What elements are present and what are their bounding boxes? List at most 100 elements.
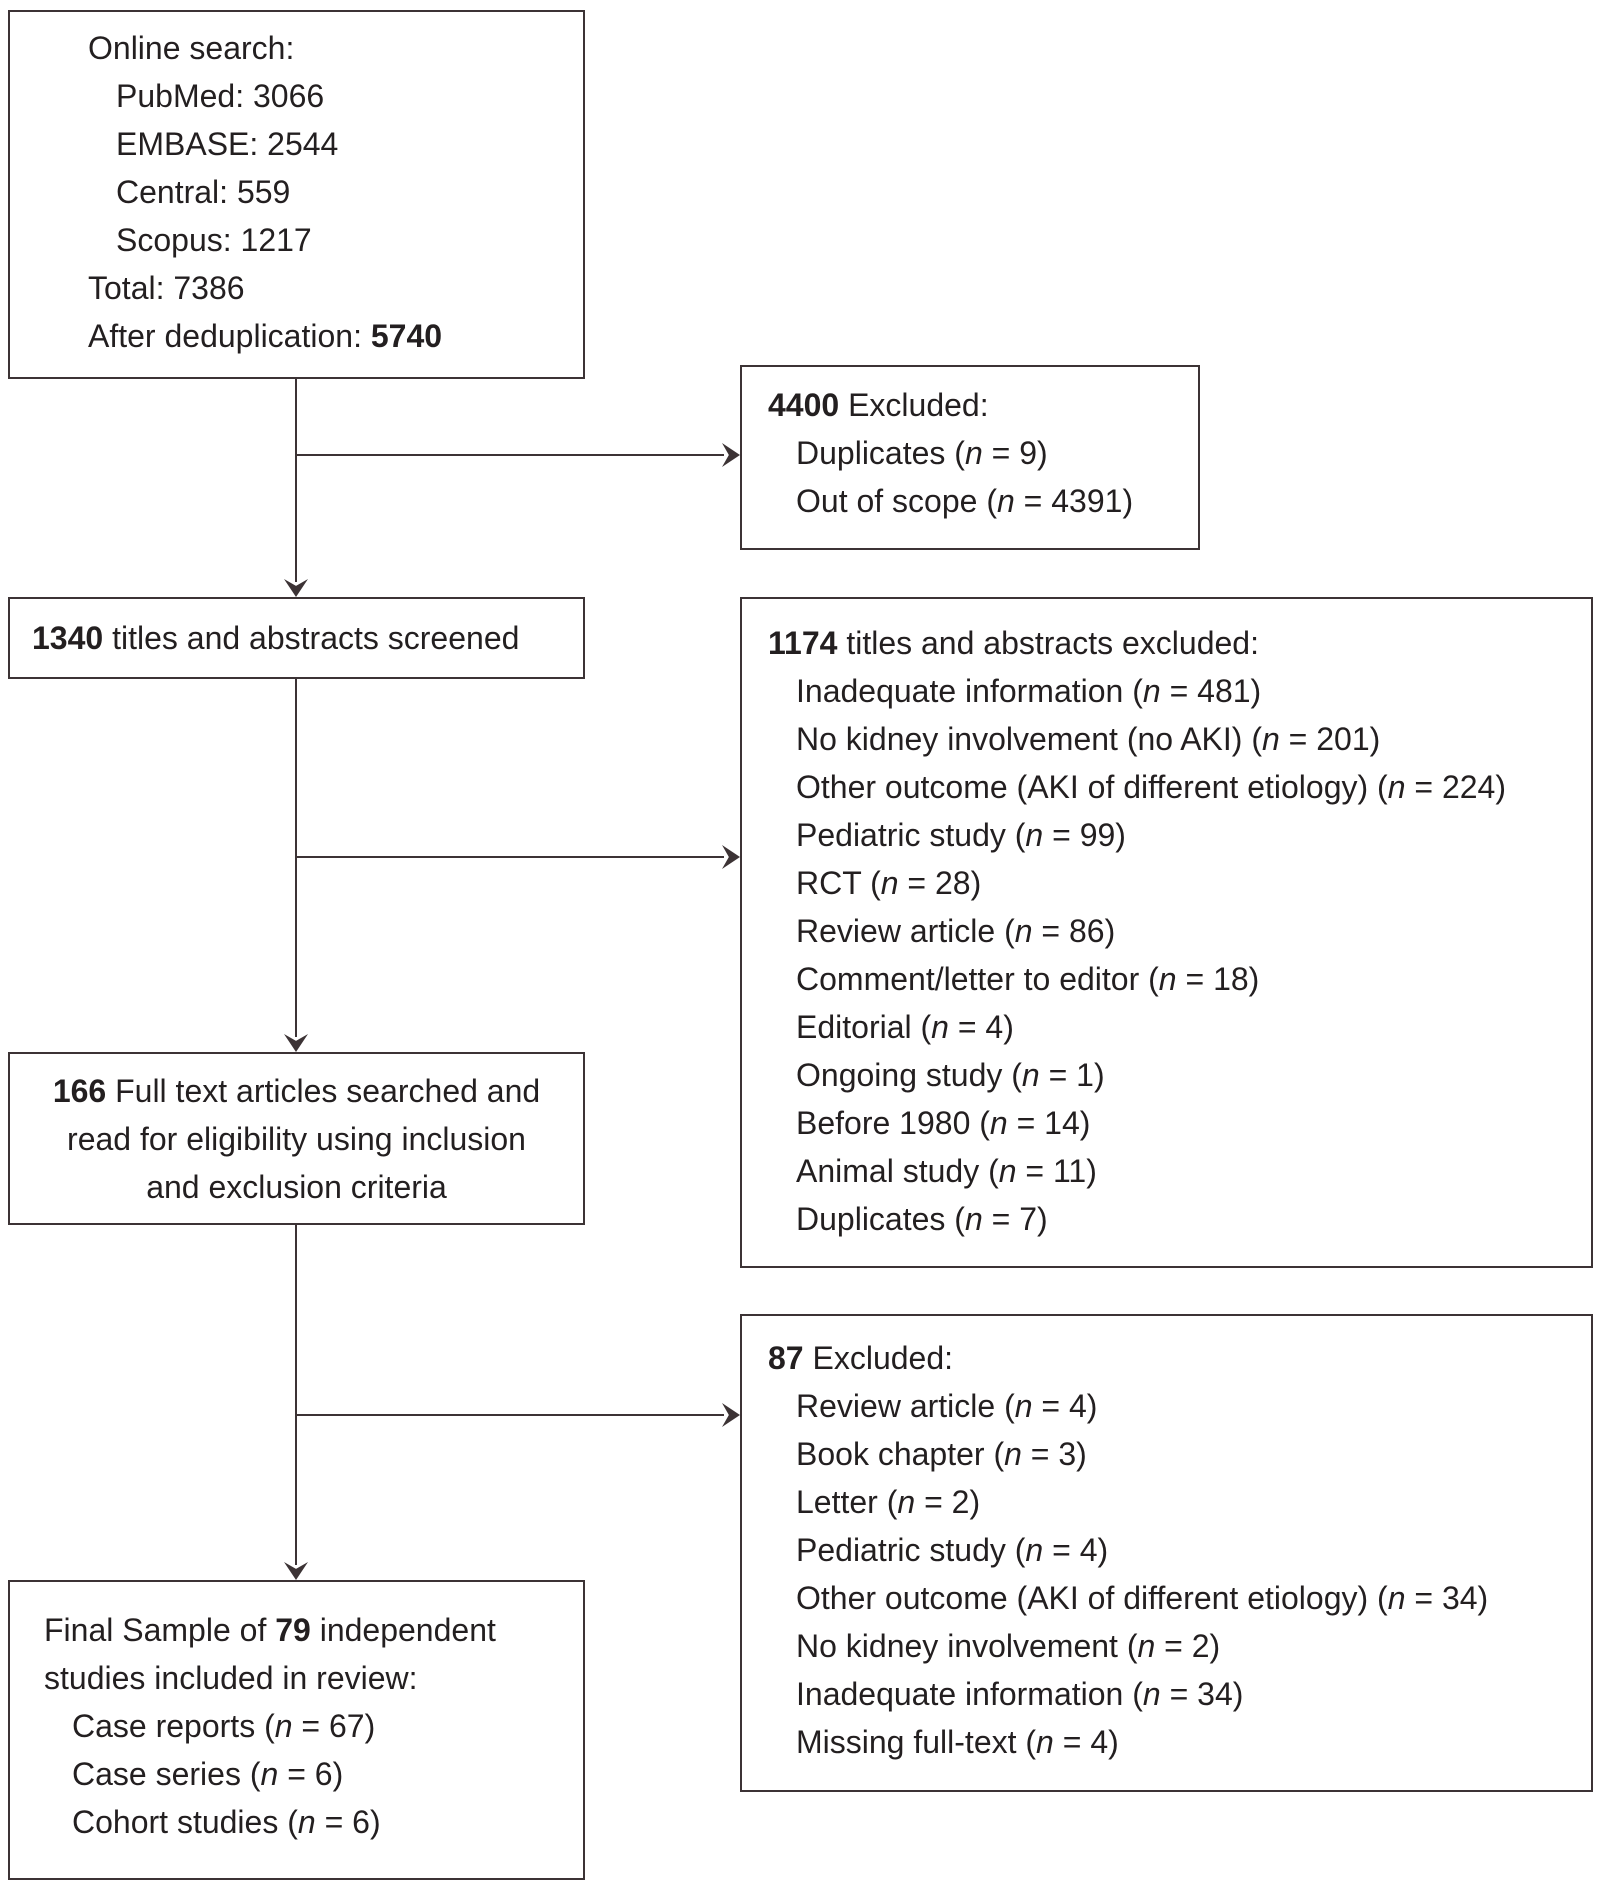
arrowhead-right-1 <box>722 443 740 467</box>
text-line: Total: 7386 <box>88 264 583 312</box>
label-text: = 6) <box>315 1804 381 1840</box>
arrowhead-right-3 <box>722 1403 740 1427</box>
text-line: Review article (n = 4) <box>768 1382 1591 1430</box>
text-line: Final Sample of 79 independent <box>44 1606 583 1654</box>
label-text: Out of scope ( <box>796 483 997 519</box>
label-text: = 67) <box>292 1708 376 1744</box>
label-text: n <box>989 1105 1008 1141</box>
label-text: titles and abstracts screened <box>103 620 520 656</box>
label-text: n <box>964 1201 983 1237</box>
label-text: = 4) <box>1043 1532 1109 1568</box>
label-text: n <box>1142 1676 1161 1712</box>
text-line: Inadequate information (n = 34) <box>768 1670 1591 1718</box>
count-value: 166 <box>52 1072 107 1109</box>
text-line: Letter (n = 2) <box>768 1478 1591 1526</box>
text-line: EMBASE: 2544 <box>88 120 583 168</box>
text-line: 166 Full text articles searched and <box>10 1067 583 1115</box>
label-text: n <box>1387 769 1406 805</box>
label-text: RCT ( <box>796 865 881 901</box>
arrow-branch-to-excluded-fulltext <box>295 1414 724 1416</box>
text-line: After deduplication: 5740 <box>88 312 583 360</box>
count-value: 1340 <box>32 620 104 656</box>
text-line: Other outcome (AKI of different etiology… <box>768 763 1591 811</box>
label-text: Total: 7386 <box>88 270 245 306</box>
count-value: 1174 <box>768 625 838 661</box>
label-text: = 11) <box>1016 1153 1097 1189</box>
text-line: Duplicates (n = 7) <box>768 1195 1591 1243</box>
text-line: Inadequate information (n = 481) <box>768 667 1591 715</box>
text-line: studies included in review: <box>44 1654 583 1702</box>
box-final-sample: Final Sample of 79 independent studies in… <box>8 1580 585 1880</box>
label-text: Final Sample of <box>44 1612 276 1648</box>
text-line: PubMed: 3066 <box>88 72 583 120</box>
label-text: Missing full-text ( <box>796 1724 1037 1760</box>
count-value: 5740 <box>370 318 443 354</box>
label-text: Excluded: <box>839 387 989 423</box>
label-text: Case series ( <box>72 1756 261 1792</box>
label-text: n <box>996 483 1015 519</box>
label-text: Other outcome (AKI of different etiology… <box>796 769 1388 805</box>
label-text: No kidney involvement ( <box>796 1628 1138 1664</box>
box-excluded-fulltext: 87 Excluded:Review article (n = 4)Book c… <box>740 1314 1593 1792</box>
label-text: = 4391) <box>1014 483 1134 519</box>
label-text: Scopus: 1217 <box>116 222 312 258</box>
label-text: Pediatric study ( <box>796 1532 1026 1568</box>
text-line: read for eligibility using inclusion <box>10 1115 583 1163</box>
box-excluded-screening: 1174 titles and abstracts excluded:Inade… <box>740 597 1593 1268</box>
label-text: n <box>1036 1724 1054 1760</box>
label-text: = 28) <box>898 865 982 901</box>
text-line: No kidney involvement (n = 2) <box>768 1622 1591 1670</box>
label-text: = 1) <box>1039 1057 1105 1093</box>
text-line: Out of scope (n = 4391) <box>768 477 1198 525</box>
text-line: Central: 559 <box>88 168 583 216</box>
label-text: n <box>1004 1436 1022 1472</box>
label-text: Excluded: <box>803 1340 954 1376</box>
text-line: Review article (n = 86) <box>768 907 1591 955</box>
label-text: n <box>880 865 899 901</box>
text-line: Comment/letter to editor (n = 18) <box>768 955 1591 1003</box>
label-text: n <box>274 1708 293 1744</box>
label-text: Review article ( <box>796 1388 1015 1424</box>
label-text: PubMed: 3066 <box>116 78 325 114</box>
label-text: and exclusion criteria <box>146 1168 447 1205</box>
label-text: studies included in review: <box>44 1660 418 1696</box>
text-line: 4400 Excluded: <box>768 381 1198 429</box>
label-text: n <box>1137 1628 1156 1664</box>
label-text: No kidney involvement (no AKI) ( <box>796 721 1262 757</box>
text-line: Cohort studies (n = 6) <box>44 1798 583 1846</box>
label-text: Central: 559 <box>116 174 291 210</box>
label-text: = 3) <box>1021 1436 1087 1472</box>
text-line: Case reports (n = 67) <box>44 1702 583 1750</box>
label-text: Inadequate information ( <box>796 673 1143 709</box>
label-text: Editorial ( <box>796 1009 932 1045</box>
label-text: n <box>1261 721 1280 757</box>
label-text: n <box>897 1484 916 1520</box>
label-text: Animal study ( <box>796 1153 999 1189</box>
label-text: n <box>1014 913 1033 949</box>
label-text: n <box>1158 961 1177 997</box>
text-line: Other outcome (AKI of different etiology… <box>768 1574 1591 1622</box>
text-line: Pediatric study (n = 99) <box>768 811 1591 859</box>
label-text: Duplicates ( <box>796 435 965 471</box>
label-text: = 4) <box>1032 1388 1098 1424</box>
label-text: n <box>1025 817 1044 853</box>
label-text: Full text articles searched and <box>106 1072 541 1109</box>
label-text: = 4) <box>1053 1724 1119 1760</box>
label-text: n <box>1142 673 1161 709</box>
count-value: 79 <box>275 1612 311 1648</box>
label-text: Letter ( <box>796 1484 898 1520</box>
arrow-fulltext-to-final <box>295 1224 297 1565</box>
label-text: Duplicates ( <box>796 1201 965 1237</box>
text-line: Case series (n = 6) <box>44 1750 583 1798</box>
label-text: Pediatric study ( <box>796 817 1026 853</box>
label-text: = 99) <box>1043 817 1126 853</box>
arrowhead-right-2 <box>722 845 740 869</box>
label-text: Ongoing study ( <box>796 1057 1022 1093</box>
text-line: Before 1980 (n = 14) <box>768 1099 1591 1147</box>
label-text: EMBASE: 2544 <box>116 126 339 162</box>
label-text: Inadequate information ( <box>796 1676 1143 1712</box>
label-text: = 34) <box>1160 1676 1244 1712</box>
